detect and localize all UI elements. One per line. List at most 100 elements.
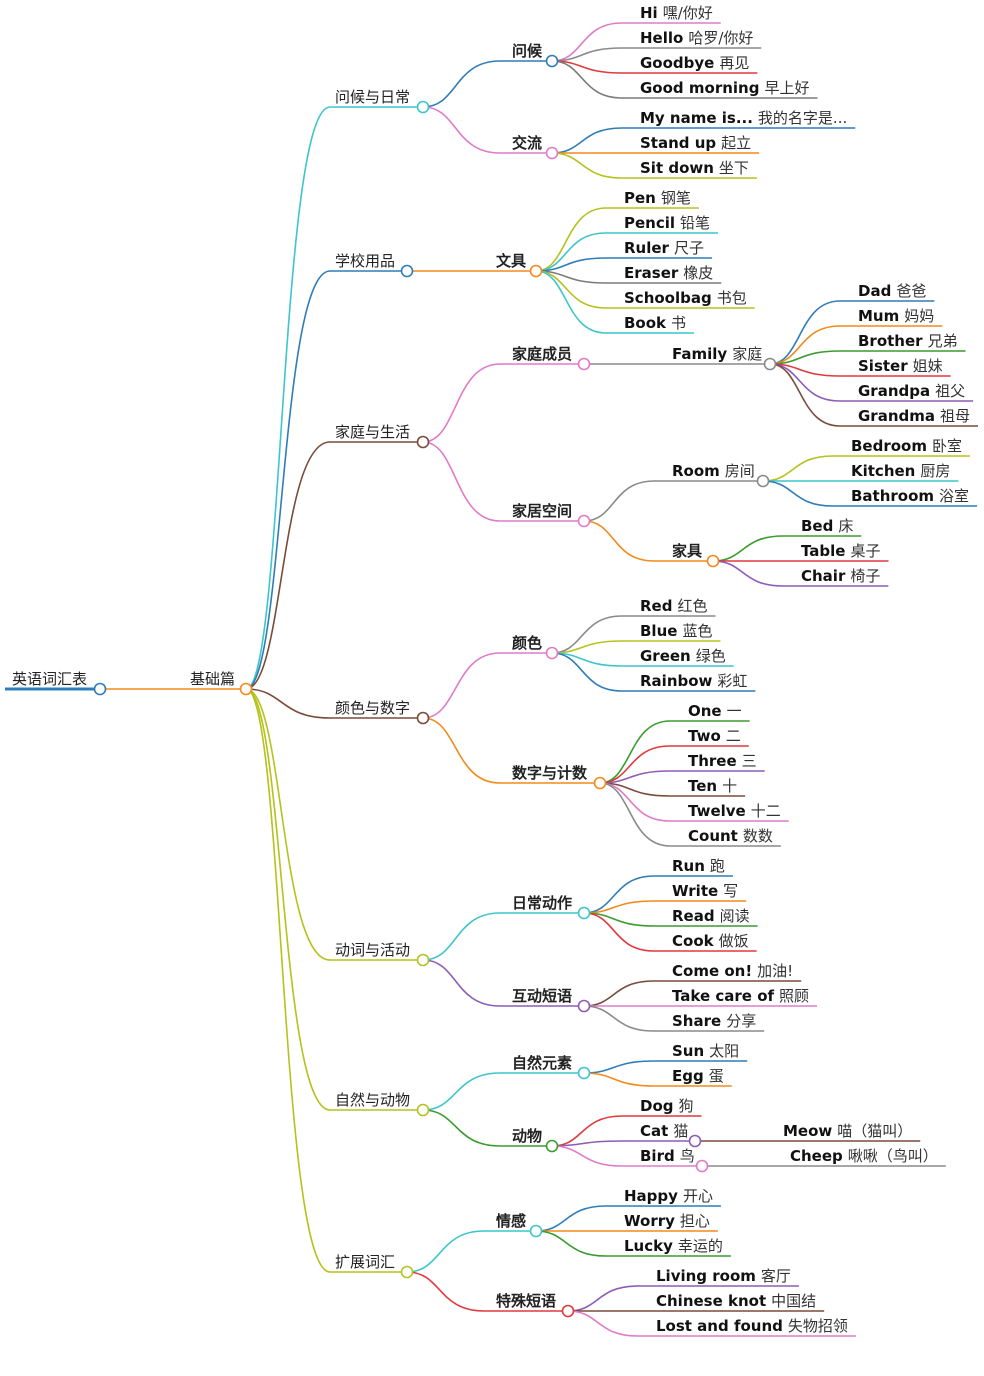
child-5-1-1-en: Meow xyxy=(783,1122,832,1140)
leaf-6-1-1-zh: 中国结 xyxy=(771,1292,816,1310)
link-group-3-1 xyxy=(422,717,501,784)
subleaf-2-0-0-0-zh: 爸爸 xyxy=(896,282,926,300)
link-section-5 xyxy=(245,688,331,1111)
section-2-label: 家庭与生活 xyxy=(335,423,410,441)
leaf-5-0-0-en: Sun xyxy=(672,1042,704,1060)
leaf-6-1-1-en: Chinese knot xyxy=(656,1292,766,1310)
link-leaf-5-1-0 xyxy=(551,1115,623,1147)
subleaf-2-0-0-4-zh: 祖父 xyxy=(935,382,965,400)
link-group-2-1 xyxy=(422,441,501,522)
leaf-5-1-1-zh: 猫 xyxy=(673,1122,688,1140)
leaf-3-1-3-zh: 十 xyxy=(722,777,737,795)
link-group-5-0 xyxy=(422,1072,501,1111)
leaf-1-0-0-zh: 钢笔 xyxy=(661,189,691,207)
leaf-6-0-0-zh: 开心 xyxy=(683,1187,713,1205)
group-3-0-node xyxy=(545,646,559,660)
link-section-2 xyxy=(245,441,331,690)
leaf-3-1-4-en: Twelve xyxy=(688,802,746,820)
link-subleaf-2-1-0-0 xyxy=(762,455,834,482)
leaf-3-1-5-en: Count xyxy=(688,827,738,845)
leaf-3-0-2-en: Green xyxy=(640,647,691,665)
leaf-3-1-4-zh: 十二 xyxy=(751,802,781,820)
leaf-3-0-0-en: Red xyxy=(640,597,672,615)
leaf-3-1-2-zh: 三 xyxy=(742,752,757,770)
link-group-6-1 xyxy=(406,1271,485,1312)
leaf-4-1-1-zh: 照顾 xyxy=(779,987,809,1005)
link-leaf-0-1-2 xyxy=(551,152,623,179)
link-subleaf-2-1-1-2 xyxy=(712,560,784,587)
section-3-label: 颜色与数字 xyxy=(335,699,410,717)
leaf-6-0-0-en: Happy xyxy=(624,1187,678,1205)
sub-2-1-0-zh: 房间 xyxy=(725,462,755,480)
subleaf-2-1-0-1-zh: 厨房 xyxy=(920,462,950,480)
leaf-3-1-2-en: Three xyxy=(688,752,737,770)
sub-2-1-1-node xyxy=(706,554,720,568)
leaf-5-0-1-zh: 蛋 xyxy=(709,1067,724,1085)
group-4-1-node xyxy=(577,999,591,1013)
link-leaf-3-1-1 xyxy=(599,745,671,784)
leaf-0-0-1-en: Hello xyxy=(640,29,683,47)
link-leaf-1-0-5 xyxy=(535,270,607,334)
link-section-1 xyxy=(245,270,331,690)
subleaf-2-0-0-4-en: Grandpa xyxy=(858,382,930,400)
subleaf-2-0-0-0-en: Dad xyxy=(858,282,891,300)
leaf-6-0-2-zh: 幸运的 xyxy=(678,1237,723,1255)
leaf-4-1-2-en: Share xyxy=(672,1012,721,1030)
leaf-4-0-1-zh: 写 xyxy=(723,882,738,900)
subleaf-2-1-1-0-en: Bed xyxy=(801,517,833,535)
leaf-3-1-0-zh: 一 xyxy=(727,702,742,720)
subleaf-2-1-0-1-en: Kitchen xyxy=(851,462,915,480)
link-section-3 xyxy=(245,688,331,719)
leaf-5-0-0-zh: 太阳 xyxy=(709,1042,739,1060)
leaf-4-1-0-en: Come on! xyxy=(672,962,752,980)
leaf-6-1-0-zh: 客厅 xyxy=(761,1267,791,1285)
leaf-3-0-3-en: Rainbow xyxy=(640,672,713,690)
root-node xyxy=(93,682,107,696)
section-4-label: 动词与活动 xyxy=(335,941,410,959)
sub-2-0-0-zh: 家庭 xyxy=(732,345,762,363)
group-2-0-node xyxy=(577,357,591,371)
group-1-0-node xyxy=(529,264,543,278)
link-leaf-6-0-2 xyxy=(535,1230,607,1257)
sub-2-0-0-en: Family xyxy=(672,345,727,363)
section-1-label: 学校用品 xyxy=(335,252,395,270)
link-leaf-4-1-2 xyxy=(583,1005,655,1032)
subleaf-2-0-0-3-en: Sister xyxy=(858,357,908,375)
leaf-6-1-2-zh: 失物招领 xyxy=(788,1317,848,1335)
leaf-1-0-2-en: Ruler xyxy=(624,239,670,257)
link-leaf-5-1-2 xyxy=(551,1145,623,1167)
subleaf-2-0-0-1-en: Mum xyxy=(858,307,899,325)
leaf-3-0-2-zh: 绿色 xyxy=(696,647,726,665)
subleaf-2-0-0-5-en: Grandma xyxy=(858,407,935,425)
group-6-1-node xyxy=(561,1304,575,1318)
link-subleaf-2-0-0-1 xyxy=(769,325,841,365)
group-0-1-label: 交流 xyxy=(512,134,542,152)
link-leaf-6-1-2 xyxy=(567,1310,639,1337)
subleaf-2-1-0-2-zh: 浴室 xyxy=(939,487,969,505)
subleaf-2-1-1-1-en: Table xyxy=(801,542,845,560)
sub-2-0-0-node xyxy=(763,357,777,371)
leaf-4-0-0-en: Run xyxy=(672,857,705,875)
leaf-5-0-1-en: Egg xyxy=(672,1067,704,1085)
link-leaf-3-1-5 xyxy=(599,782,671,847)
leaf-1-0-5-zh: 书 xyxy=(671,314,686,332)
leaf-0-1-1-en: Stand up xyxy=(640,134,716,152)
group-4-0-node xyxy=(577,906,591,920)
leaf-0-0-1-zh: 哈罗/你好 xyxy=(688,29,753,47)
subleaf-2-0-0-5-zh: 祖母 xyxy=(940,407,970,425)
leaf-0-0-2-en: Goodbye xyxy=(640,54,714,72)
link-leaf-1-0-1 xyxy=(535,232,607,272)
link-leaf-1-0-4 xyxy=(535,270,607,309)
subleaf-2-1-1-2-en: Chair xyxy=(801,567,846,585)
link-leaf-0-0-0 xyxy=(551,22,623,62)
link-leaf-6-1-0 xyxy=(567,1285,639,1312)
leaf-4-0-3-en: Cook xyxy=(672,932,715,950)
link-subleaf-2-1-1-0 xyxy=(712,535,784,562)
section-6-node xyxy=(400,1265,414,1279)
section-3-node xyxy=(416,711,430,725)
link-sub-2-1-1 xyxy=(583,520,655,562)
link-leaf-6-0-0 xyxy=(535,1205,607,1232)
link-section-0 xyxy=(245,106,331,690)
